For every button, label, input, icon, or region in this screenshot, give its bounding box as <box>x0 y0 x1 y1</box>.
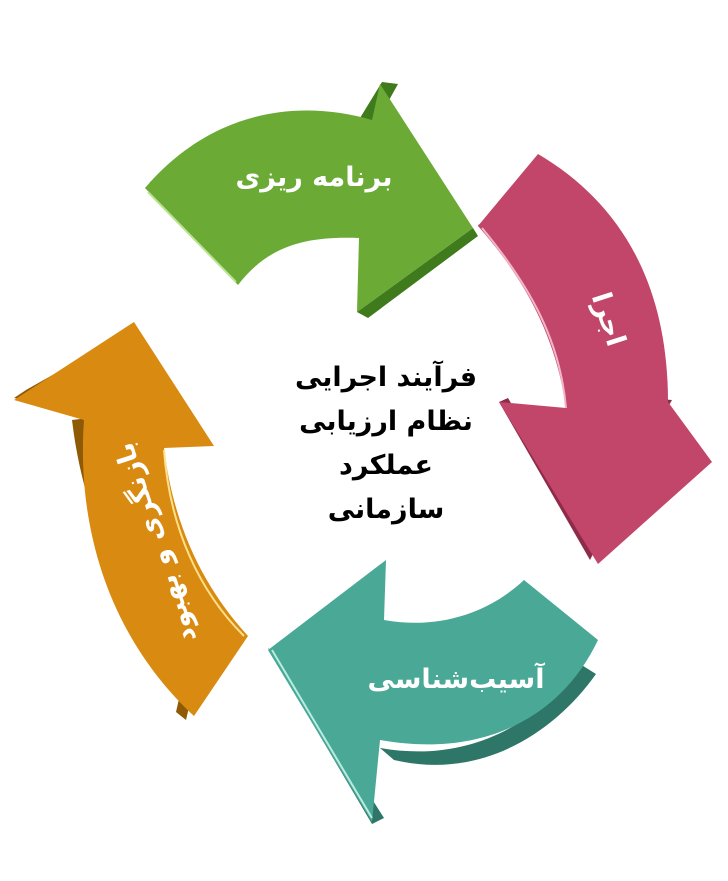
center-title-line-1: فرآیند اجرایی <box>295 360 477 393</box>
center-title: فرآیند اجرایی نظام ارزیابی عملکرد سازمان… <box>295 360 477 525</box>
diagnosis-arrow: آسیب‌شناسی <box>268 560 598 824</box>
planning-arrow: برنامه ریزی <box>145 82 478 318</box>
center-title-line-2: نظام ارزیابی <box>299 406 473 437</box>
execution-arrow-face <box>478 154 712 564</box>
planning-label: برنامه ریزی <box>236 162 393 193</box>
center-title-line-4: سازمانی <box>328 494 445 525</box>
diagnosis-label: آسیب‌شناسی <box>368 662 546 695</box>
diagnosis-arrow-face <box>268 560 598 822</box>
execution-arrow-highlight <box>481 227 567 409</box>
diagnosis-arrow-highlight <box>271 649 373 819</box>
revision-arrow-highlight <box>163 449 245 637</box>
center-title-line-3: عملکرد <box>339 450 433 481</box>
revision-arrow-face <box>14 322 248 716</box>
planning-arrow-head-side <box>357 228 478 318</box>
execution-arrow: اجرا <box>478 154 712 564</box>
planning-arrow-face <box>145 84 473 312</box>
revision-arrow: بازنگری و بهبود <box>14 322 248 720</box>
planning-arrow-highlight <box>147 191 237 283</box>
